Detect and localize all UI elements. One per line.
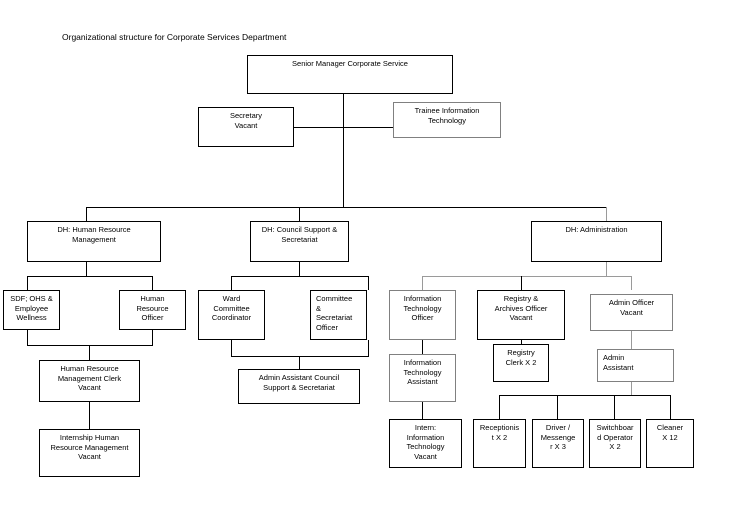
node-label: Admin Assistant <box>603 353 634 372</box>
node-label: DH: Human Resource Management <box>57 225 131 244</box>
connector-admin-officer-to-assistant <box>631 331 632 349</box>
connector-council-drop-ward <box>231 276 232 290</box>
node-ward-committee-coordinator[interactable]: Ward Committee Coordinator <box>198 290 265 340</box>
node-label: Information Technology Assistant <box>403 358 442 386</box>
connector-admin-assistant-stem <box>631 382 632 395</box>
node-label: Human Resource Officer <box>136 294 169 322</box>
node-information-technology-assistant[interactable]: Information Technology Assistant <box>389 354 456 402</box>
node-registry-archives-officer[interactable]: Registry & Archives Officer Vacant <box>477 290 565 340</box>
node-receptionist[interactable]: Receptionis t X 2 <box>473 419 526 468</box>
node-label: Human Resource Management Clerk Vacant <box>57 364 122 392</box>
node-dh-administration[interactable]: DH: Administration <box>531 221 662 262</box>
node-driver-messenger[interactable]: Driver / Messenge r X 3 <box>532 419 584 468</box>
node-registry-clerk[interactable]: Registry Clerk X 2 <box>493 344 549 382</box>
node-secretary[interactable]: Secretary Vacant <box>198 107 294 147</box>
connector-council-drop-committee <box>368 276 369 290</box>
node-intern-information-technology[interactable]: Intern: Information Technology Vacant <box>389 419 462 468</box>
node-label: Registry Clerk X 2 <box>505 348 537 367</box>
node-admin-officer[interactable]: Admin Officer Vacant <box>590 294 673 331</box>
node-label: DH: Administration <box>565 225 628 234</box>
connector-admin-drop-it <box>422 276 423 290</box>
node-label: Cleaner X 12 <box>656 423 684 442</box>
connector-hr-merge-bar <box>27 345 153 346</box>
node-label: Trainee Information Technology <box>414 106 480 125</box>
node-label: Admin Officer Vacant <box>608 298 655 317</box>
node-admin-assistant[interactable]: Admin Assistant <box>597 349 674 382</box>
connector-hr-stem <box>86 262 87 276</box>
connector-root-trunk <box>343 94 344 207</box>
node-human-resource-officer[interactable]: Human Resource Officer <box>119 290 186 330</box>
connector-hr-split-bar <box>27 276 152 277</box>
connector-dh-drop-hr <box>86 207 87 221</box>
node-label: Information Technology Officer <box>403 294 442 322</box>
node-internship-human-resource-management[interactable]: Internship Human Resource Management Vac… <box>39 429 140 477</box>
connector-hr-drop-sdf <box>27 276 28 290</box>
connector-registry-to-clerk <box>521 340 522 344</box>
node-label: Ward Committee Coordinator <box>211 294 252 322</box>
connector-council-merge-committee <box>368 340 369 356</box>
connector-dh-drop-council <box>299 207 300 221</box>
connector-hr-drop-hro <box>152 276 153 290</box>
node-label: Driver / Messenge r X 3 <box>540 423 576 451</box>
connector-admin-split-bar <box>422 276 632 277</box>
connector-council-merge-bar <box>231 356 369 357</box>
connector-bottom-drop-switchboard <box>614 395 615 419</box>
node-dh-human-resource-management[interactable]: DH: Human Resource Management <box>27 221 161 262</box>
node-label: SDF; OHS & Employee Wellness <box>10 294 53 322</box>
connector-bottom-drop-reception <box>499 395 500 419</box>
connector-admin-drop-officer <box>631 276 632 290</box>
connector-bottom-drop-cleaner <box>670 395 671 419</box>
connector-it-assistant-to-intern <box>422 402 423 419</box>
connector-hr-intern-drop <box>89 402 90 429</box>
connector-council-split-bar <box>231 276 368 277</box>
connector-admin-stem <box>606 262 607 276</box>
connector-it-officer-to-assistant <box>422 340 423 354</box>
node-trainee-information-technology[interactable]: Trainee Information Technology <box>393 102 501 138</box>
node-human-resource-management-clerk[interactable]: Human Resource Management Clerk Vacant <box>39 360 140 402</box>
node-label: Senior Manager Corporate Service <box>292 59 408 68</box>
node-cleaner[interactable]: Cleaner X 12 <box>646 419 694 468</box>
node-label: Receptionis t X 2 <box>479 423 520 442</box>
node-senior-manager-corporate-service[interactable]: Senior Manager Corporate Service <box>247 55 453 94</box>
connector-hr-merge-hro <box>152 330 153 345</box>
node-label: Switchboar d Operator X 2 <box>596 423 634 451</box>
node-admin-assistant-council-support[interactable]: Admin Assistant Council Support & Secret… <box>238 369 360 404</box>
connector-bottom-bar <box>499 395 670 396</box>
node-label: Committee & Secretariat Officer <box>316 294 353 332</box>
node-label: Registry & Archives Officer Vacant <box>494 294 548 322</box>
connector-hr-merge-sdf <box>27 330 28 345</box>
node-label: Admin Assistant Council Support & Secret… <box>258 373 340 392</box>
node-label: Secretary Vacant <box>229 111 263 130</box>
node-label: Internship Human Resource Management Vac… <box>50 433 129 461</box>
node-label: DH: Council Support & Secretariat <box>261 225 338 244</box>
node-label: Intern: Information Technology Vacant <box>406 423 445 461</box>
connector-dh-horizontal <box>86 207 607 208</box>
page-title: Organizational structure for Corporate S… <box>62 32 287 42</box>
connector-council-stem <box>299 262 300 276</box>
node-sdf-ohs-employee-wellness[interactable]: SDF; OHS & Employee Wellness <box>3 290 60 330</box>
connector-row2-horizontal <box>294 127 393 128</box>
connector-dh-drop-admin <box>606 207 607 221</box>
connector-bottom-drop-driver <box>557 395 558 419</box>
node-dh-council-support-secretariat[interactable]: DH: Council Support & Secretariat <box>250 221 349 262</box>
node-information-technology-officer[interactable]: Information Technology Officer <box>389 290 456 340</box>
connector-admin-drop-registry <box>521 276 522 290</box>
connector-council-admin-drop <box>299 356 300 369</box>
connector-council-merge-ward <box>231 340 232 356</box>
node-committee-secretariat-officer[interactable]: Committee & Secretariat Officer <box>310 290 367 340</box>
connector-hr-clerk-drop <box>89 345 90 360</box>
node-switchboard-operator[interactable]: Switchboar d Operator X 2 <box>589 419 641 468</box>
